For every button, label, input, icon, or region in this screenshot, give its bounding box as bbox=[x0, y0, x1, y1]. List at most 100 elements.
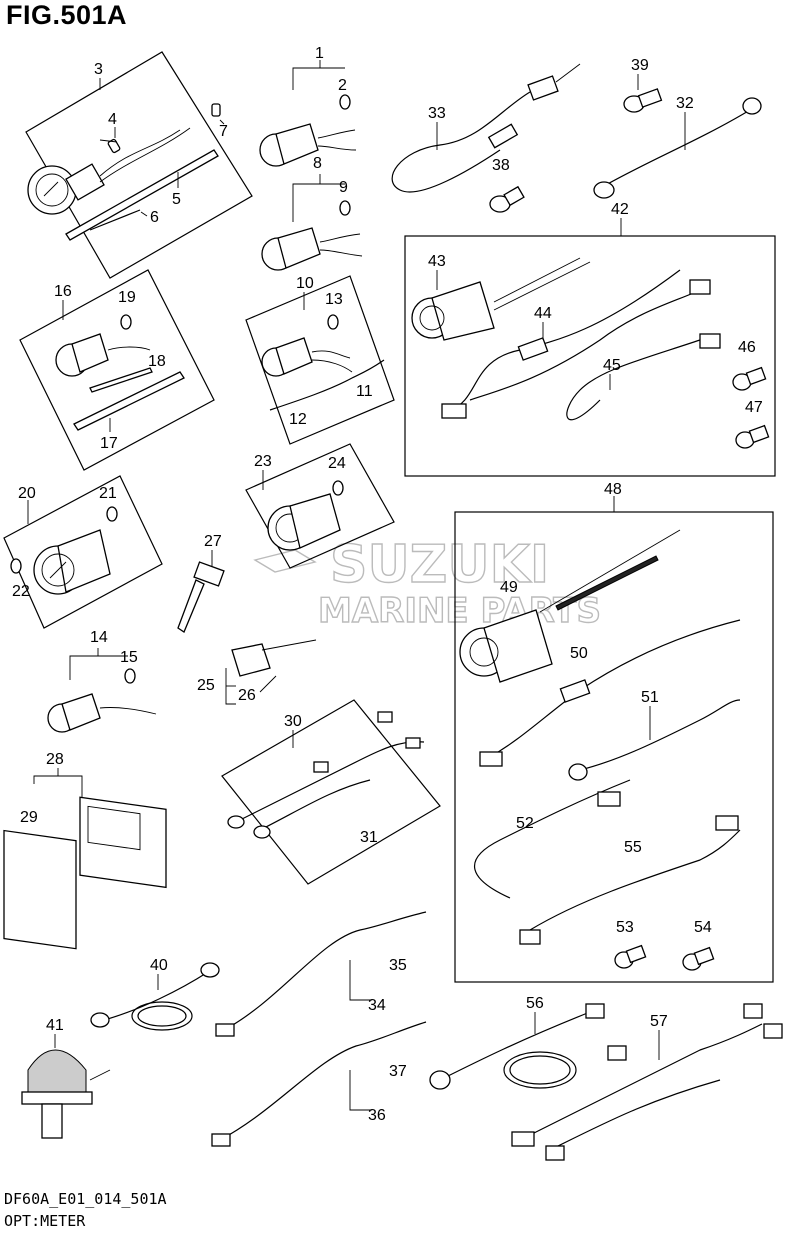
connector-icon bbox=[441, 403, 467, 419]
connector-icon bbox=[327, 314, 339, 330]
connector-icon bbox=[211, 1133, 231, 1147]
callout-3: 3 bbox=[94, 61, 103, 78]
display-icon bbox=[3, 829, 77, 950]
group-42-kit: 42 43 44 45 46 47 bbox=[404, 201, 776, 477]
sensor-icon bbox=[27, 1049, 87, 1099]
callout-17: 17 bbox=[100, 435, 118, 452]
group-14-gauge: 14 15 bbox=[47, 629, 157, 733]
cable-icon bbox=[73, 371, 185, 431]
connector-icon bbox=[607, 1045, 627, 1061]
connector-icon bbox=[227, 815, 245, 829]
callout-57: 57 bbox=[650, 1013, 668, 1030]
group-48-kit: 48 49 50 51 52 55 53 54 bbox=[454, 481, 774, 983]
connector-icon bbox=[545, 1145, 565, 1161]
connector-icon bbox=[313, 761, 329, 773]
display-icon bbox=[79, 796, 167, 889]
callout-49: 49 bbox=[500, 579, 518, 596]
figure-code: DF60A_E01_014_501A bbox=[4, 1190, 167, 1208]
connector-icon bbox=[377, 711, 393, 723]
watermark-line2: MARINE PARTS bbox=[318, 591, 601, 631]
watermark: SUZUKI MARINE PARTS bbox=[253, 534, 602, 632]
callout-54: 54 bbox=[694, 919, 712, 936]
callout-4: 4 bbox=[108, 111, 117, 128]
part-32-cable: 32 bbox=[593, 95, 762, 199]
callout-22: 22 bbox=[12, 583, 30, 600]
part-39: 39 bbox=[623, 57, 663, 113]
callout-19: 19 bbox=[118, 289, 136, 306]
part-34-harness: 35 34 bbox=[215, 911, 427, 1037]
callout-43: 43 bbox=[428, 253, 446, 270]
callout-36: 36 bbox=[368, 1107, 386, 1124]
callout-28: 28 bbox=[46, 751, 64, 768]
callout-44: 44 bbox=[534, 305, 552, 322]
connector-icon bbox=[253, 825, 271, 839]
callout-50: 50 bbox=[570, 645, 588, 662]
callout-25: 25 bbox=[197, 677, 215, 694]
part-36-harness: 37 36 bbox=[211, 1021, 427, 1147]
group-30-harness: 30 31 bbox=[221, 699, 441, 885]
callout-27: 27 bbox=[204, 533, 222, 550]
callout-15: 15 bbox=[120, 649, 138, 666]
callout-41: 41 bbox=[46, 1017, 64, 1034]
callout-7: 7 bbox=[219, 123, 228, 140]
connector-icon bbox=[585, 1003, 605, 1019]
group-3-tach-kit: 3 4 5 6 7 bbox=[25, 51, 253, 279]
callout-8: 8 bbox=[313, 155, 322, 172]
connector-icon bbox=[107, 138, 121, 154]
callout-16: 16 bbox=[54, 283, 72, 300]
connector-icon bbox=[10, 558, 22, 574]
callout-20: 20 bbox=[18, 485, 36, 502]
connector-icon bbox=[689, 279, 711, 295]
callout-47: 47 bbox=[745, 399, 763, 416]
callout-39: 39 bbox=[631, 57, 649, 74]
callout-34: 34 bbox=[368, 997, 386, 1014]
connector-icon bbox=[699, 333, 721, 349]
gauge-icon bbox=[27, 165, 77, 215]
group-23-gauge-kit: 23 24 bbox=[245, 443, 395, 569]
group-10-gauge-kit: 10 13 12 11 bbox=[245, 275, 395, 445]
callout-45: 45 bbox=[603, 357, 621, 374]
connector-icon bbox=[332, 480, 344, 496]
callout-14: 14 bbox=[90, 629, 108, 646]
part-27-bracket: 27 bbox=[177, 533, 225, 633]
callout-30: 30 bbox=[284, 713, 302, 730]
part-56-cable: 56 bbox=[429, 995, 605, 1090]
connector-icon bbox=[593, 181, 615, 199]
figure-name: OPT:METER bbox=[4, 1212, 86, 1230]
callout-52: 52 bbox=[516, 815, 534, 832]
callout-40: 40 bbox=[150, 957, 168, 974]
connector-icon bbox=[743, 1003, 763, 1019]
part-57-harness: 57 bbox=[511, 1003, 783, 1161]
callout-13: 13 bbox=[325, 291, 343, 308]
callout-21: 21 bbox=[99, 485, 117, 502]
callout-31: 31 bbox=[360, 829, 378, 846]
callout-32: 32 bbox=[676, 95, 694, 112]
part-38: 38 bbox=[489, 157, 525, 213]
connector-icon bbox=[479, 751, 503, 767]
callout-42: 42 bbox=[611, 201, 629, 218]
callout-23: 23 bbox=[254, 453, 272, 470]
callout-48: 48 bbox=[604, 481, 622, 498]
connector-icon bbox=[715, 815, 739, 831]
part-25-sender: 25 26 bbox=[197, 639, 317, 705]
callout-35: 35 bbox=[389, 957, 407, 974]
connector-icon bbox=[211, 103, 221, 117]
callout-11: 11 bbox=[356, 383, 373, 400]
connector-icon bbox=[568, 763, 588, 781]
callout-55: 55 bbox=[624, 839, 642, 856]
callout-18: 18 bbox=[148, 353, 166, 370]
group-8-gauge: 8 9 bbox=[261, 155, 363, 271]
group-1-gauge: 1 2 bbox=[259, 45, 357, 167]
callout-37: 37 bbox=[389, 1063, 407, 1080]
connector-icon bbox=[339, 94, 351, 110]
callout-10: 10 bbox=[296, 275, 314, 292]
connector-icon bbox=[106, 506, 118, 522]
group-28-display: 28 29 bbox=[3, 751, 167, 950]
part-33-cable: 33 bbox=[391, 63, 581, 193]
connector-icon bbox=[200, 962, 220, 978]
callout-29: 29 bbox=[20, 809, 38, 826]
connector-icon bbox=[124, 668, 136, 684]
callout-24: 24 bbox=[328, 455, 346, 472]
connector-icon bbox=[120, 314, 132, 330]
